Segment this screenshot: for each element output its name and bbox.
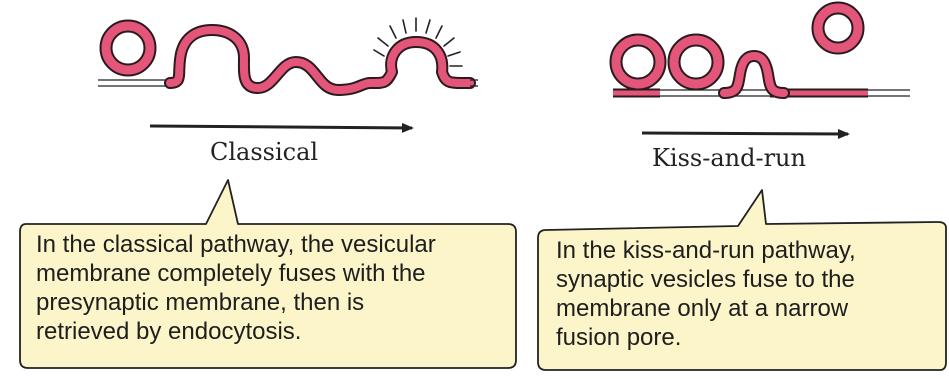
fusion-pore [724, 56, 784, 93]
kiss-and-run-membrane [613, 90, 910, 96]
classical-free-vesicle [106, 26, 150, 70]
kiss-and-run-callout-line-1: In the kiss-and-run pathway, [556, 236, 856, 265]
kiss-and-run-vesicle-2 [674, 40, 718, 84]
classical-callout-text: In the classical pathway, the vesicular … [36, 230, 436, 346]
classical-callout-line-4: retrieved by endocytosis. [36, 317, 436, 346]
kiss-and-run-label: Kiss-and-run [652, 144, 806, 172]
kiss-and-run-callout-line-2: synaptic vesicles fuse to the [556, 265, 856, 294]
classical-callout-line-2: membrane completely fuses with the [36, 259, 436, 288]
kiss-and-run-docked-vesicle [616, 40, 660, 84]
classical-label: Classical [210, 138, 318, 166]
kiss-and-run-callout-line-4: fusion pore. [556, 323, 856, 352]
kiss-and-run-callout-text: In the kiss-and-run pathway, synaptic ve… [556, 236, 856, 352]
kiss-and-run-callout-line-3: membrane only at a narrow [556, 294, 856, 323]
kiss-and-run-released-vesicle [818, 8, 858, 48]
classical-callout-line-1: In the classical pathway, the vesicular [36, 230, 436, 259]
classical-callout-line-3: presynaptic membrane, then is [36, 288, 436, 317]
kiss-and-run-arrow [642, 133, 848, 134]
classical-arrow [150, 126, 412, 128]
